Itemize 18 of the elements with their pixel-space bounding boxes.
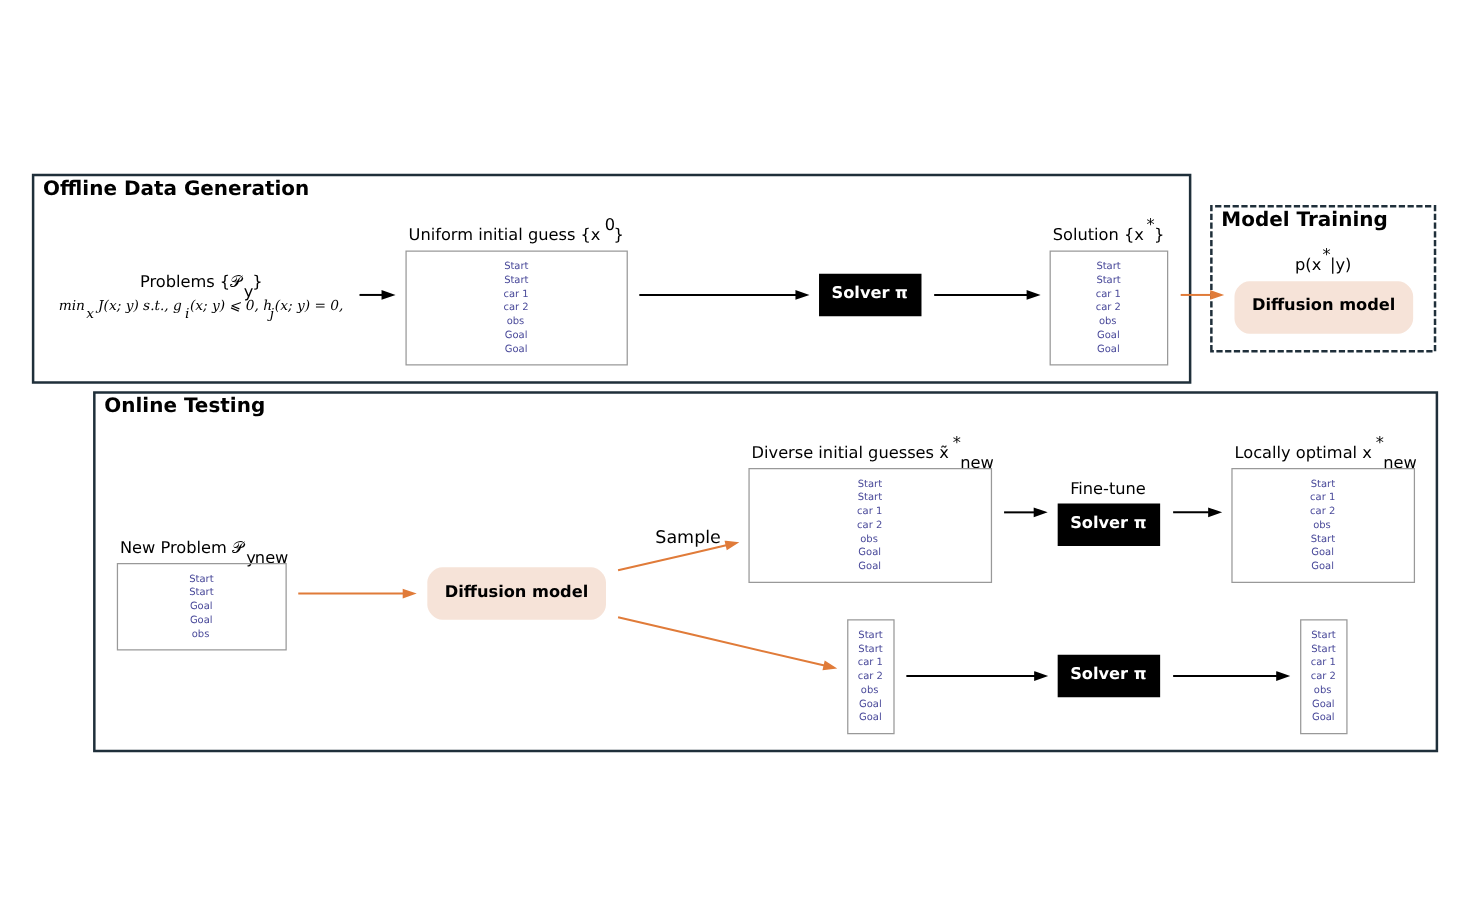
arrow — [933, 289, 1041, 299]
edge-label: Sample — [655, 527, 721, 548]
arrow — [1179, 289, 1225, 299]
arrow — [617, 615, 838, 670]
arrow — [358, 289, 396, 299]
arrow — [1003, 506, 1048, 517]
node-label: Fine-tune — [1070, 477, 1146, 498]
arrow — [638, 289, 810, 299]
arrow — [905, 670, 1049, 680]
arrow — [1172, 506, 1223, 517]
node-box: Solver π — [819, 272, 922, 316]
node-box: Solver π — [1057, 653, 1161, 697]
node-box: Solver π — [1057, 502, 1161, 546]
node-box: Diffusion model — [427, 566, 606, 619]
arrow — [297, 587, 417, 598]
node-box: Diffusion model — [1234, 280, 1414, 333]
arrow — [1172, 670, 1291, 680]
arrow — [617, 539, 740, 571]
